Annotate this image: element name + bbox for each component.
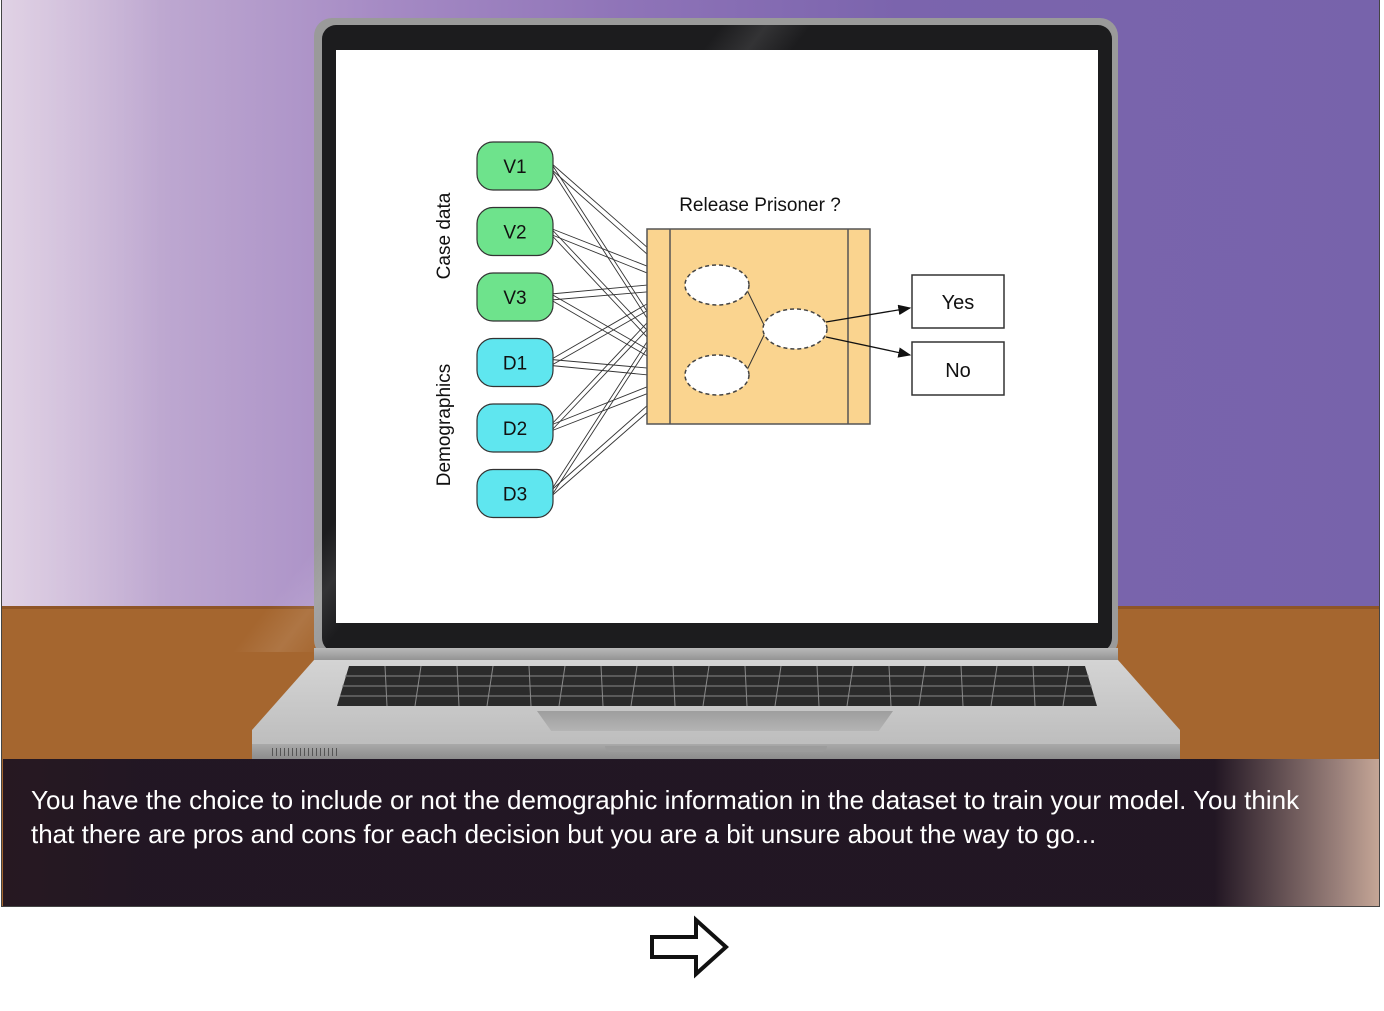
arrow-to-no [825,336,912,358]
input-node-label: D1 [503,354,527,375]
model-box [646,228,871,425]
hidden-edge [746,334,765,371]
dialogue-box: You have the choice to include or not th… [3,759,1379,906]
model-connections [746,289,765,371]
group-label-demographics: Demographics [434,364,455,487]
output-yes-label: Yes [942,292,975,314]
hidden-edge [746,289,765,326]
neural-network-diagram: Release Prisoner ? Case data Demographic… [434,141,1005,519]
dialogue-text: You have the choice to include or not th… [31,785,1300,849]
output-no: No [911,341,1005,396]
laptop-notch [605,746,827,752]
arrow-right-icon [650,915,729,979]
hidden-node-3 [762,308,828,350]
laptop-hinge [314,648,1118,662]
input-node-label: V1 [503,157,526,178]
input-node-label: V3 [503,288,526,309]
input-node-v3: V3 [476,272,554,322]
output-no-label: No [945,360,971,382]
input-node-label: D2 [503,419,527,440]
hidden-node-2 [684,354,750,396]
next-button[interactable] [648,914,730,980]
laptop-front-edge [252,744,1180,760]
laptop-trackpad [537,711,893,731]
input-node-v2: V2 [476,206,554,257]
input-node-label: D3 [503,485,527,506]
input-node-d3: D3 [476,468,554,519]
input-node-label: V2 [503,223,526,244]
input-node-d2: D2 [476,403,554,453]
laptop-keyboard [337,666,1097,706]
laptop-vent [272,748,338,756]
diagram-title: Release Prisoner ? [679,195,841,216]
scene-illustration: Release Prisoner ? Case data Demographic… [1,0,1380,907]
hidden-node-1 [684,264,750,306]
input-node-v1: V1 [476,141,554,191]
input-node-d1: D1 [476,337,554,388]
arrow-to-yes [825,304,912,323]
group-label-case-data: Case data [434,192,455,279]
wall-light [2,0,162,606]
output-yes: Yes [911,274,1005,329]
